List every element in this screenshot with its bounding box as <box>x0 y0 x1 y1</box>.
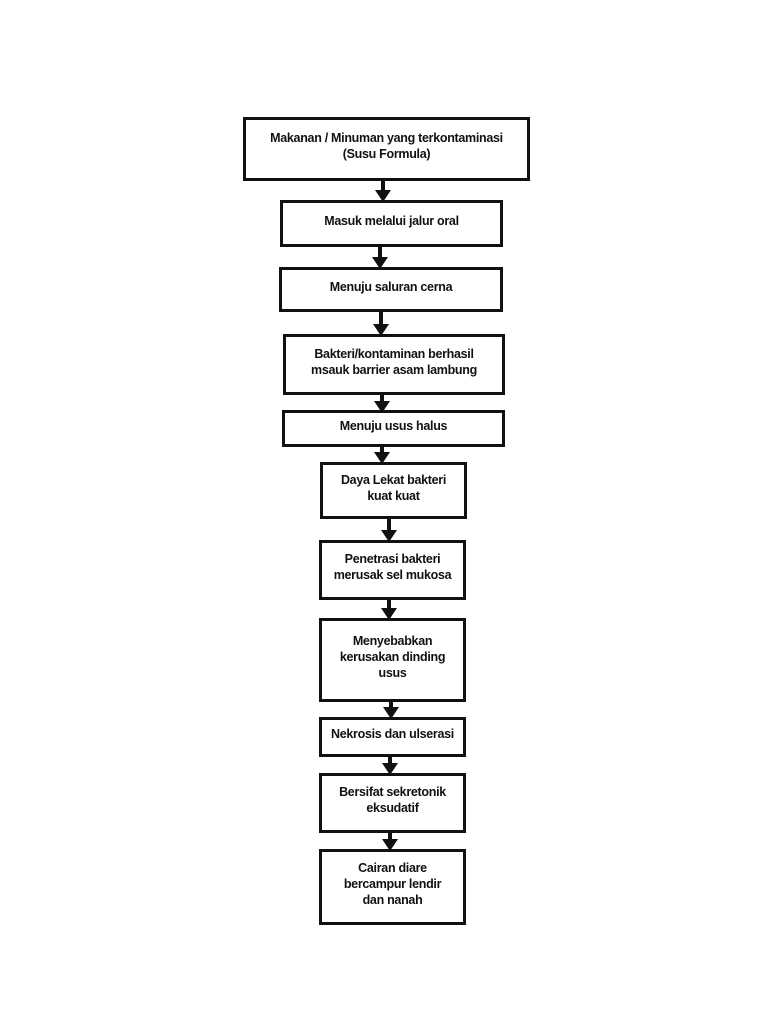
flow-arrow-7 <box>381 598 397 620</box>
arrow-head-down-icon <box>381 530 397 542</box>
flow-arrow-10 <box>382 831 398 851</box>
arrow-head-down-icon <box>375 190 391 202</box>
flow-node-5: Menuju usus halus <box>282 410 505 447</box>
flow-node-11: Cairan diare bercampur lendir dan nanah <box>319 849 466 925</box>
flow-node-2: Masuk melalui jalur oral <box>280 200 503 247</box>
flow-node-10: Bersifat sekretonik eksudatif <box>319 773 466 833</box>
flow-node-7: Penetrasi bakteri merusak sel mukosa <box>319 540 466 600</box>
flow-node-8: Menyebabkan kerusakan dinding usus <box>319 618 466 702</box>
arrow-stem <box>389 700 393 710</box>
arrow-stem <box>388 831 392 842</box>
arrow-head-down-icon <box>374 401 390 413</box>
arrow-head-down-icon <box>372 257 388 269</box>
arrow-head-down-icon <box>382 839 398 851</box>
flow-arrow-3 <box>373 310 389 336</box>
arrow-stem <box>381 179 385 193</box>
flow-node-3: Menuju saluran cerna <box>279 267 503 312</box>
arrow-stem <box>380 445 384 455</box>
arrow-stem <box>388 755 392 766</box>
arrow-stem <box>387 598 391 611</box>
flow-arrow-8 <box>383 700 399 719</box>
flow-arrow-4 <box>374 393 390 413</box>
arrow-head-down-icon <box>383 707 399 719</box>
arrow-head-down-icon <box>374 452 390 464</box>
flow-node-4: Bakteri/kontaminan berhasil msauk barrie… <box>283 334 505 395</box>
flow-arrow-5 <box>374 445 390 464</box>
flow-node-6: Daya Lekat bakteri kuat kuat <box>320 462 467 519</box>
arrow-stem <box>378 244 382 260</box>
flow-node-9: Nekrosis dan ulserasi <box>319 717 466 757</box>
flow-arrow-1 <box>375 179 391 202</box>
flow-arrow-6 <box>381 517 397 542</box>
flow-arrow-9 <box>382 755 398 775</box>
flow-arrow-2 <box>372 244 388 269</box>
arrow-stem <box>387 517 391 533</box>
flow-node-1: Makanan / Minuman yang terkontaminasi (S… <box>243 117 530 181</box>
arrow-head-down-icon <box>381 608 397 620</box>
arrow-head-down-icon <box>373 324 389 336</box>
arrow-stem <box>380 393 384 404</box>
arrow-head-down-icon <box>382 763 398 775</box>
arrow-stem <box>379 310 383 327</box>
